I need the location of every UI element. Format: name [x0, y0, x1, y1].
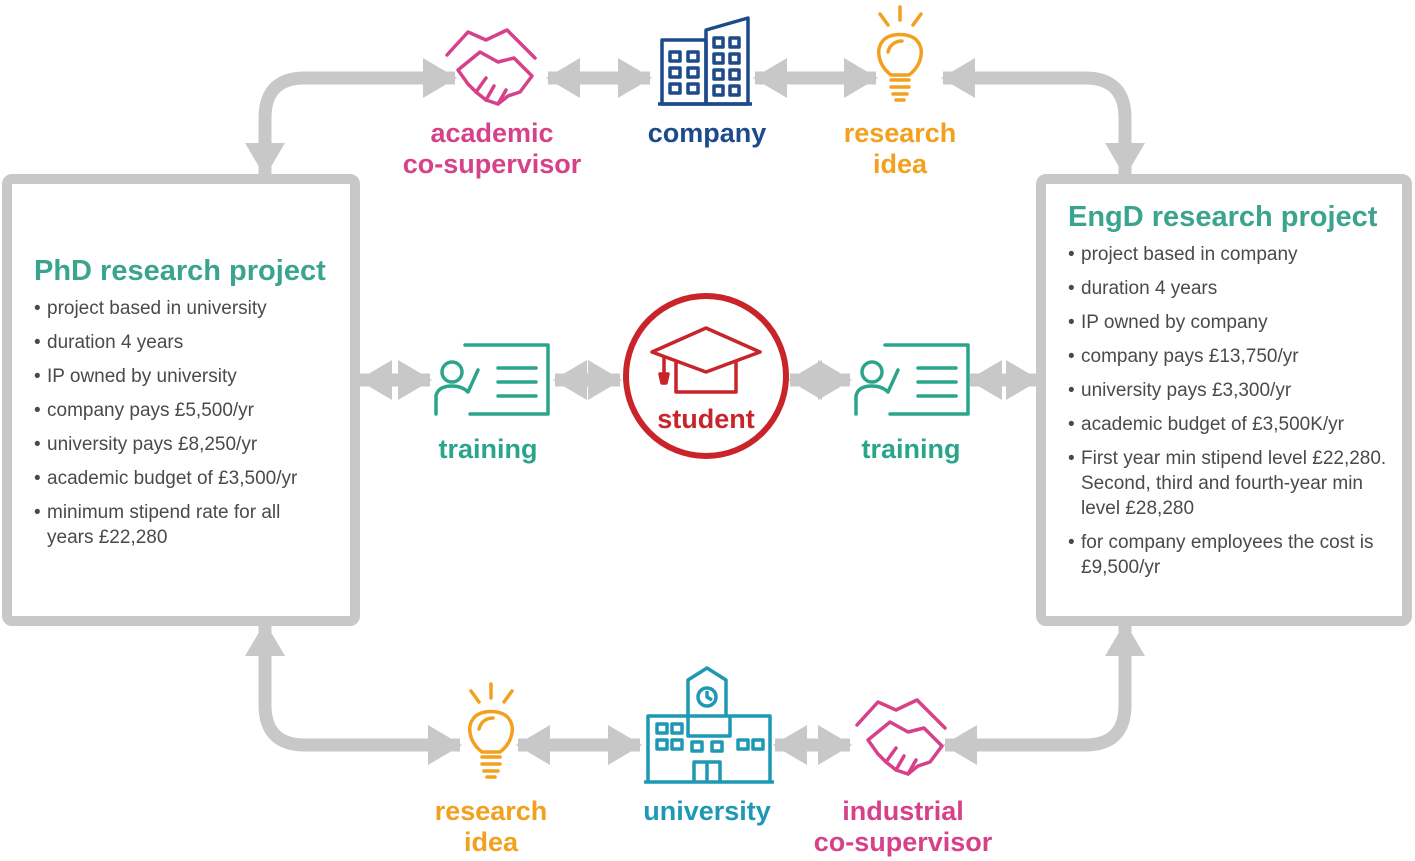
building-icon	[658, 16, 752, 106]
connector-arrows	[245, 58, 1145, 765]
industrial-label-line1: industrial	[842, 796, 964, 826]
arrow-top-left-loop	[245, 58, 457, 177]
engd-item-stipend: First year min stipend level £22,280. Se…	[1068, 446, 1388, 521]
student-label: student	[636, 404, 776, 435]
training-left-label: training	[418, 434, 558, 465]
bottom-idea-label-line2: idea	[463, 827, 519, 857]
arrow-bottom-right-loop	[943, 622, 1145, 765]
engd-item: project based in company	[1068, 242, 1388, 267]
engd-item-list: project based in company duration 4 year…	[1068, 242, 1388, 580]
engd-item: for company employees the cost is £9,500…	[1068, 530, 1388, 580]
engd-item: university pays £3,300/yr	[1068, 378, 1388, 403]
engd-panel: EngD research project project based in c…	[1036, 174, 1412, 626]
engd-item: company pays £13,750/yr	[1068, 344, 1388, 369]
engd-item: IP owned by company	[1068, 310, 1388, 335]
bottom-idea-label-line1: research	[434, 796, 548, 826]
presentation-icon	[854, 343, 970, 416]
industrial-label-line2: co-supervisor	[813, 827, 993, 857]
company-label-text: company	[647, 118, 767, 148]
engd-panel-title: EngD research project	[1068, 201, 1378, 233]
top-idea-label-line1: research	[843, 118, 957, 148]
engd-item: academic budget of £3,500K/yr	[1068, 412, 1388, 437]
bottom-research-idea-label: research idea	[411, 796, 571, 858]
phd-item-list: project based in university duration 4 y…	[34, 296, 332, 550]
phd-item: university pays £8,250/yr	[34, 432, 332, 457]
phd-panel: PhD research project project based in un…	[2, 174, 360, 626]
company-label: company	[627, 118, 787, 149]
arrow-top-right-loop	[941, 58, 1145, 177]
phd-item: minimum stipend rate for all years £22,2…	[34, 500, 332, 550]
phd-panel-title: PhD research project	[34, 255, 326, 287]
presentation-icon	[434, 343, 550, 416]
engd-stipend-line1: First year min stipend level £22,280.	[1081, 447, 1387, 469]
industrial-co-supervisor-label: industrial co-supervisor	[803, 796, 1003, 858]
university-icon	[644, 666, 774, 784]
handshake-icon	[855, 698, 947, 776]
student-text: student	[657, 404, 755, 434]
phd-item: IP owned by university	[34, 364, 332, 389]
phd-item: academic budget of £3,500/yr	[34, 466, 332, 491]
phd-item: project based in university	[34, 296, 332, 321]
top-idea-label-line2: idea	[872, 149, 928, 179]
student-node	[623, 293, 789, 459]
training-right-label: training	[841, 434, 981, 465]
engd-item: duration 4 years	[1068, 276, 1388, 301]
academic-label-line2: co-supervisor	[402, 149, 582, 179]
top-research-idea-label: research idea	[820, 118, 980, 180]
training-left-text: training	[438, 434, 538, 464]
arrow-bottom-left-loop	[245, 622, 462, 765]
university-label-text: university	[643, 796, 771, 826]
university-label: university	[622, 796, 792, 827]
academic-label-line1: academic	[430, 118, 554, 148]
academic-co-supervisor-label: academic co-supervisor	[392, 118, 592, 180]
phd-item: duration 4 years	[34, 330, 332, 355]
lightbulb-icon	[468, 682, 514, 779]
handshake-icon	[445, 28, 537, 106]
training-right-text: training	[861, 434, 961, 464]
lightbulb-icon	[877, 5, 923, 102]
phd-item: company pays £5,500/yr	[34, 398, 332, 423]
engd-stipend-line2: Second, third and fourth-year min level …	[1081, 472, 1363, 519]
graduation-cap-icon	[650, 326, 762, 394]
